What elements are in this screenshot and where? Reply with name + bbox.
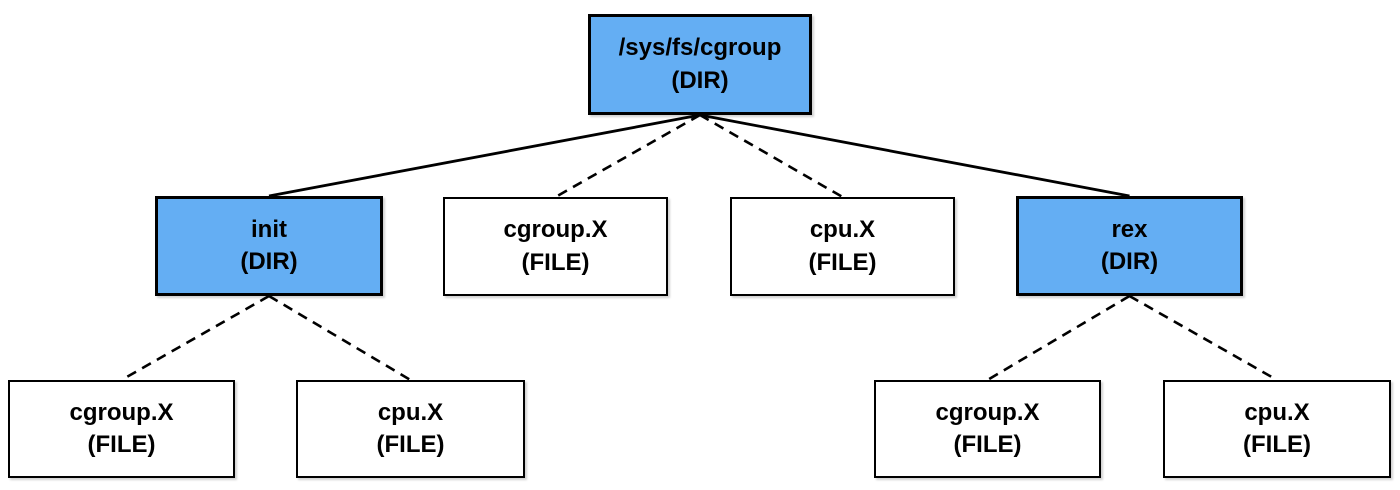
node-type-label: (FILE) — [953, 431, 1022, 458]
node-label: cgroup.X — [69, 398, 174, 426]
node-type-label: (FILE) — [808, 248, 877, 276]
node-label: /sys/fs/cgroup — [618, 34, 782, 62]
edge-root-to-cgroup-x-mid-dashed — [554, 113, 701, 199]
node-type-label: (FILE) — [521, 248, 590, 276]
node-root: /sys/fs/cgroup (DIR) — [588, 14, 812, 115]
edge-rex-to-cpu-x-rex-dashed — [1128, 294, 1278, 382]
node-cgroup-x-init: cgroup.X (FILE) — [8, 380, 235, 478]
node-init: init (DIR) — [155, 196, 383, 296]
node-type-label: (DIR) — [1100, 248, 1159, 275]
node-type-label: (FILE) — [87, 431, 156, 458]
node-label: cpu.X — [377, 398, 444, 426]
node-type-label: (FILE) — [376, 431, 445, 458]
node-label: cpu.X — [809, 216, 876, 244]
node-label: cpu.X — [1244, 398, 1310, 426]
node-label: rex — [1111, 215, 1148, 243]
node-rex: rex (DIR) — [1016, 196, 1243, 296]
edge-init-to-cpu-x-init-dashed — [268, 294, 412, 382]
node-cpu-x-init: cpu.X (FILE) — [296, 380, 525, 478]
node-cpu-x-rex: cpu.X (FILE) — [1163, 380, 1391, 478]
edge-init-to-cgroup-x-init-dashed — [120, 294, 270, 382]
edge-root-to-cpu-x-mid-dashed — [699, 113, 844, 199]
edge-rex-to-cgroup-x-rex-dashed — [986, 294, 1131, 382]
node-cpu-x-mid: cpu.X (FILE) — [730, 197, 955, 296]
node-cgroup-x-mid: cgroup.X (FILE) — [443, 197, 668, 296]
node-cgroup-x-rex: cgroup.X (FILE) — [874, 380, 1101, 478]
node-label: init — [251, 215, 287, 243]
node-label: cgroup.X — [935, 398, 1040, 426]
edge-root-to-init-solid — [268, 113, 701, 198]
edge-root-to-rex-solid — [699, 113, 1130, 198]
node-type-label: (FILE) — [1243, 431, 1311, 458]
node-type-label: (DIR) — [671, 66, 729, 94]
node-label: cgroup.X — [503, 216, 608, 244]
node-type-label: (DIR) — [240, 248, 298, 275]
